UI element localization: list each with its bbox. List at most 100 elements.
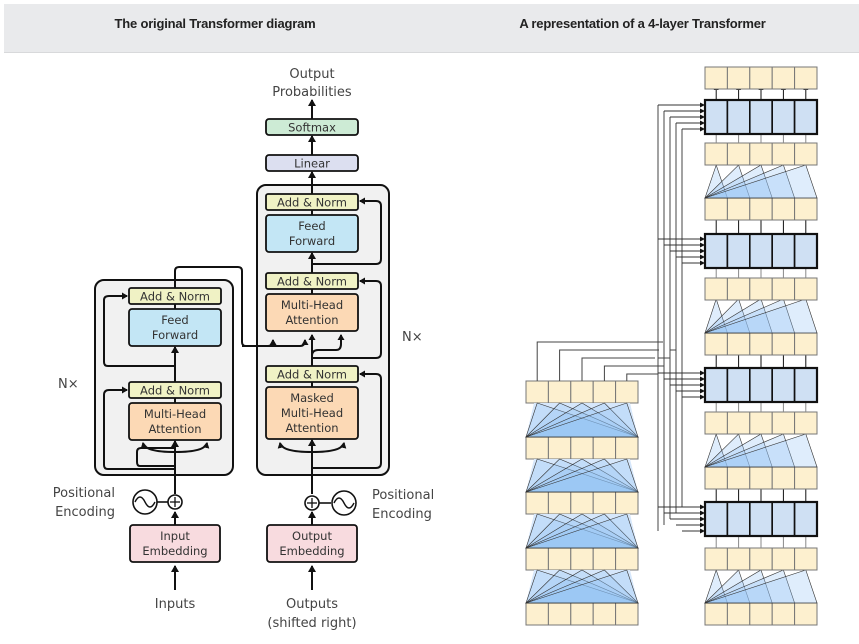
arrow-head [700,236,705,242]
arrow-head [700,242,705,248]
svg-text:Feed: Feed [298,219,325,233]
cross-attention-cell [748,99,773,135]
arrow-head [700,254,705,260]
positional-encoding-right: Positional Encoding [304,488,434,522]
svg-text:Masked: Masked [290,391,334,405]
arrow-head [700,510,705,516]
cross-attention-cell [793,501,818,537]
decoder-token-cell [726,66,751,90]
decoder-add-norm-bottom: Add & Norm [265,365,359,383]
arrow-head [700,260,705,266]
encoder-token-cell [615,491,639,515]
svg-text:Output: Output [292,529,332,543]
arrow-head [700,504,705,510]
encoder-token-cell [570,436,594,460]
decoder-token-cell [704,197,728,221]
decoder-token-cell [794,197,818,221]
cross-attention-cell [704,501,729,537]
svg-text:Linear: Linear [294,157,330,171]
cross-attention-cell [793,99,818,135]
encoder-token-cell [547,380,572,404]
decoder-token-cell [704,547,728,571]
decoder-token-cell [726,466,751,490]
decoder-token-cell [771,332,796,356]
encoder-token-cell [525,602,549,626]
decoder-token-cell [704,66,728,90]
decoder-token-cell [704,466,728,490]
encoder-token-cell [525,436,549,460]
encoder-output-line [626,373,647,381]
cross-attention-cell [771,367,796,403]
encoder-token-cell [615,602,639,626]
encoder-token-cell [592,602,617,626]
decoder-token-cell [749,66,773,90]
svg-text:Add & Norm: Add & Norm [140,384,210,398]
decoder-token-cell [726,277,751,301]
decoder-token-cell [749,547,773,571]
decoder-token-cell [726,142,751,166]
arrow-head [700,102,705,108]
svg-text:Add & Norm: Add & Norm [277,196,347,210]
decoder-token-cell [749,466,773,490]
attention-head-triangle [525,402,639,438]
cross-attention-cell [704,99,729,135]
encoder-token-cell [592,436,617,460]
decoder-token-cell [794,142,818,166]
decoder-token-cell [771,277,796,301]
decoder-token-cell [749,602,773,626]
encoder-multi-head-attention: Multi-Head Attention [128,402,222,441]
decoder-token-cell [726,602,751,626]
svg-text:Input: Input [160,529,190,543]
attention-fan [526,514,638,548]
cross-attention-cell [726,501,751,537]
cross-attention-cell [726,367,751,403]
decoder-token-cell [771,547,796,571]
encoder-token-cell [615,547,639,571]
attention-head-triangle [525,513,639,549]
decoder-token-cell [749,411,773,435]
svg-text:Embedding: Embedding [142,544,207,558]
decoder-connections [277,99,382,590]
decoder-token-cell [749,332,773,356]
right-panel-title: A representation of a 4-layer Transforme… [519,16,766,31]
encoder-token-cell [615,380,639,404]
linear-block: Linear [265,154,359,172]
cross-attention-cell [771,99,796,135]
decoder-token-cell [704,332,728,356]
encoder-connections [103,266,309,590]
sine-wave-icon [331,490,357,516]
input-embedding-block: Input Embedding [129,524,221,563]
arrow-head [700,126,705,132]
decoder-token-cell [794,332,818,356]
decoder-multi-head-attention: Multi-Head Attention [265,293,359,332]
positional-encoding-left: Positional Encoding [53,486,183,520]
arrow-head [700,370,705,376]
encoder-token-cell [525,547,549,571]
four-layer-transformer-diagram [524,66,819,626]
cross-attention-cell [748,367,773,403]
svg-text:Encoding: Encoding [55,505,115,520]
decoder-add-norm-top: Add & Norm [265,193,359,211]
outputs-label: Outputs [286,597,338,612]
decoder-token-cell [726,332,751,356]
arrow-head [700,120,705,126]
svg-text:Positional: Positional [53,486,115,501]
decoder-token-cell [771,197,796,221]
svg-text:Multi-Head: Multi-Head [281,298,343,312]
svg-text:Attention: Attention [148,422,201,436]
encoder-token-cell [570,491,594,515]
arrow-head [700,388,705,394]
encoder-output-line [536,341,663,381]
svg-text:Attention: Attention [285,421,338,435]
arrow-head [700,382,705,388]
encoder-output-line [559,349,659,381]
cross-attention-cell [771,501,796,537]
decoder-feed-forward: Feed Forward [265,214,359,253]
arrow-head [700,376,705,382]
decoder-token-cell [704,142,728,166]
arrow-head [700,114,705,120]
decoder-token-cell [771,466,796,490]
svg-text:Embedding: Embedding [279,544,344,558]
decoder-token-cell [794,466,818,490]
